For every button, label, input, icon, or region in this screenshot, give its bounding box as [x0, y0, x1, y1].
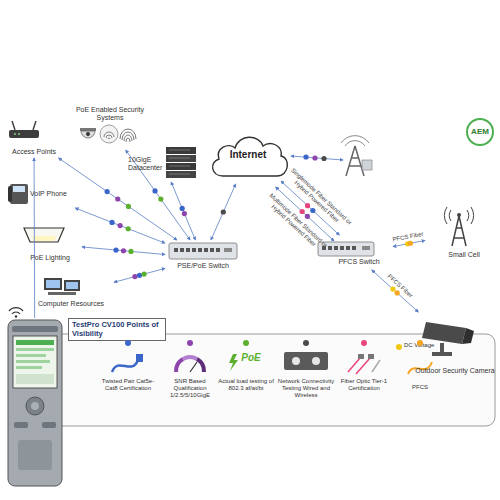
node-label: PoE Enabled Security Systems: [70, 106, 150, 122]
node-label: PFCS Switch: [325, 258, 393, 266]
cable-icon: [112, 354, 143, 372]
node-label: Outdoor Security Camera: [412, 367, 498, 375]
device-node: PSE/PoE Switch: [165, 240, 241, 276]
test-point-dot: [158, 196, 163, 201]
cell-tower-icon: [341, 136, 372, 176]
node-label: VoIP Phone: [30, 190, 76, 198]
node-label: Computer Resources: [28, 300, 114, 308]
test-point-dot: [390, 287, 395, 292]
test-point-dot: [310, 208, 315, 213]
node-label: PoE Lighting: [18, 254, 82, 262]
test-point-dot: [182, 211, 187, 216]
legend-dot: [187, 340, 193, 346]
connector-line: [211, 184, 236, 240]
connector-line: [82, 247, 165, 255]
gauge-icon: [176, 357, 204, 372]
server-rack-icon: [166, 147, 196, 178]
legend-dot: [361, 340, 367, 346]
device-title: TestPro CV100 Points of Visibility: [68, 318, 166, 341]
legend-text: PFCS: [400, 384, 440, 391]
test-point-dot: [180, 206, 185, 211]
security-icons: [80, 125, 136, 143]
test-point-dot: [141, 271, 146, 276]
network-tester-icon: [284, 352, 328, 370]
test-point-dot: [118, 223, 123, 228]
test-point-dot: [305, 214, 310, 219]
wifi-symbol: [9, 308, 23, 318]
test-point-dot: [221, 209, 226, 214]
legend-panel: [40, 334, 495, 426]
test-point-dot: [395, 290, 400, 295]
poe-logo-text: PoE: [238, 352, 264, 363]
test-point-dot: [113, 247, 118, 252]
legend-dot: [417, 340, 423, 346]
test-point-dot: [305, 203, 310, 208]
device-node: Computer Resources: [28, 276, 114, 312]
legend-dot: [303, 340, 309, 346]
logo-ring: [467, 119, 493, 145]
legend-text: Actual load testing of 802.3 af/at/bt: [218, 378, 274, 392]
test-point-dot: [105, 189, 110, 194]
computer-icon: [44, 278, 80, 295]
test-point-dot: [126, 204, 131, 209]
test-point-dot: [408, 241, 413, 246]
node-label: Small Cell: [435, 251, 493, 259]
test-point-dot: [132, 274, 137, 279]
test-point-dot: [121, 248, 126, 253]
connector-line: [126, 150, 190, 240]
phone-icon: [8, 184, 28, 204]
test-point-dot: [128, 249, 133, 254]
legend-dot: [396, 344, 402, 350]
device-node: Access Points: [4, 124, 64, 158]
legend-text: Fiber Optic Tier-1 Certification: [337, 378, 391, 392]
legend-dot: [125, 340, 131, 346]
legend-text: Twisted Pair Cat5e-Cat8 Certification: [99, 378, 157, 392]
cloud-node: Internet: [205, 128, 291, 184]
test-point-dot: [152, 188, 157, 193]
node-label: PSE/PoE Switch: [165, 262, 241, 270]
legend-text: SNR Based Qualification 1/2.5/5/10GigE: [160, 378, 220, 399]
node-label: Access Points: [4, 148, 64, 156]
node-label: 10GigE Datacenter: [128, 156, 164, 172]
connector-line: [75, 208, 165, 243]
legend-text: Network Connectivity Testing Wired and W…: [276, 378, 336, 399]
test-point-dot: [300, 209, 305, 214]
camera-icon: [422, 322, 474, 356]
test-point-dot: [126, 226, 131, 231]
test-point-dot: [115, 196, 120, 201]
wireless-link: [291, 156, 343, 160]
device-node: PoE Enabled Security Systems: [70, 106, 150, 150]
fiber-connector-icon: [348, 354, 380, 374]
device-node: PoE Lighting: [18, 224, 82, 264]
device-node: Small Cell: [425, 205, 493, 263]
lamp-icon: [24, 228, 64, 242]
device-node: TestPro CV100 Points of Visibility: [6, 318, 64, 488]
access-point-icon: [9, 121, 39, 138]
connector-line: [114, 268, 165, 282]
node-label: Internet: [205, 149, 291, 161]
legend-dot: [243, 340, 249, 346]
connector-line: [171, 182, 195, 240]
switch-icon: [169, 243, 237, 259]
connector-line: [34, 158, 36, 318]
test-point-dot: [109, 220, 114, 225]
test-point-dot: [137, 273, 142, 278]
link-label: PFCS Fiber: [379, 267, 421, 305]
lightning-icon: [229, 354, 238, 371]
device-node: VoIP Phone: [8, 182, 76, 208]
logo-text: AEM: [467, 127, 493, 136]
small-cell-icon: [444, 207, 473, 246]
device-node: 10GigE Datacenter: [128, 148, 200, 182]
tester-device: [8, 320, 62, 486]
